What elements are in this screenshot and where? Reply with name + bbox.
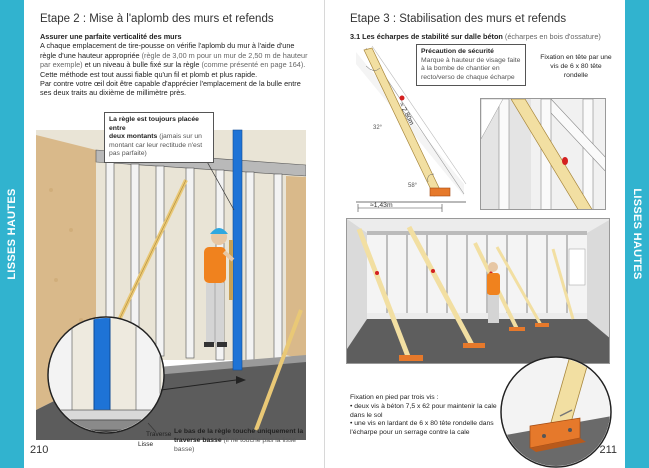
left-body-text: Assurer une parfaite verticalité des mur… (40, 32, 310, 98)
left-heading: Etape 2 : Mise à l'aplomb des murs et re… (40, 13, 274, 25)
head-fixing-illustration (480, 98, 606, 210)
angle-top-label: 32° (373, 125, 383, 131)
right-subheading: 3.1 Les écharpes de stabilité sur dalle … (350, 32, 601, 41)
safety-precaution-box: Précaution de sécurité Marque à hauteur … (416, 44, 526, 87)
ruler-placement-callout: La règle est toujours placée entre deux … (104, 112, 214, 163)
left-paragraph-1: A chaque emplacement de tire-pousse on v… (40, 41, 308, 79)
page-spine (324, 0, 325, 468)
left-sidebar-label: LISSES HAUTES (6, 188, 18, 280)
head-fixing-note: Fixation en tête par une vis de 6 x 80 t… (540, 54, 612, 79)
right-page-number: 211 (599, 444, 617, 456)
angle-bottom-label: 58° (408, 183, 418, 189)
foot-fixing-zoom-illustration (500, 356, 612, 468)
right-heading: Etape 3 : Stabilisation des murs et refe… (350, 13, 567, 25)
rule-bottom-note: Le bas de la règle touche uniquement la … (174, 428, 304, 453)
left-page-number: 210 (30, 444, 49, 456)
label-lisse: Lisse (138, 441, 154, 448)
right-sidebar-label: LISSES HAUTES (631, 188, 643, 280)
brace-base-label: ≈1,43m (370, 202, 393, 209)
foot-fixing-item-1: • deux vis à béton 7,5 x 62 pour mainten… (350, 402, 497, 419)
foot-fixing-title: Fixation en pied par trois vis : (350, 394, 439, 401)
braced-room-illustration (346, 218, 610, 364)
foot-fixing-item-2: • une vis en lardant de 6 x 80 tête rond… (350, 420, 494, 437)
right-sidebar-tab: LISSES HAUTES (625, 0, 649, 468)
brace-geometry-diagram (346, 44, 474, 216)
label-traverse: Traverse (146, 431, 172, 438)
foot-fixing-note: Fixation en pied par trois vis : • deux … (350, 394, 502, 438)
left-subheading: Assurer une parfaite verticalité des mur… (40, 32, 182, 41)
left-paragraph-2: Par contre votre œil doit être capable d… (40, 79, 301, 98)
left-sidebar-tab: LISSES HAUTES (0, 0, 24, 468)
